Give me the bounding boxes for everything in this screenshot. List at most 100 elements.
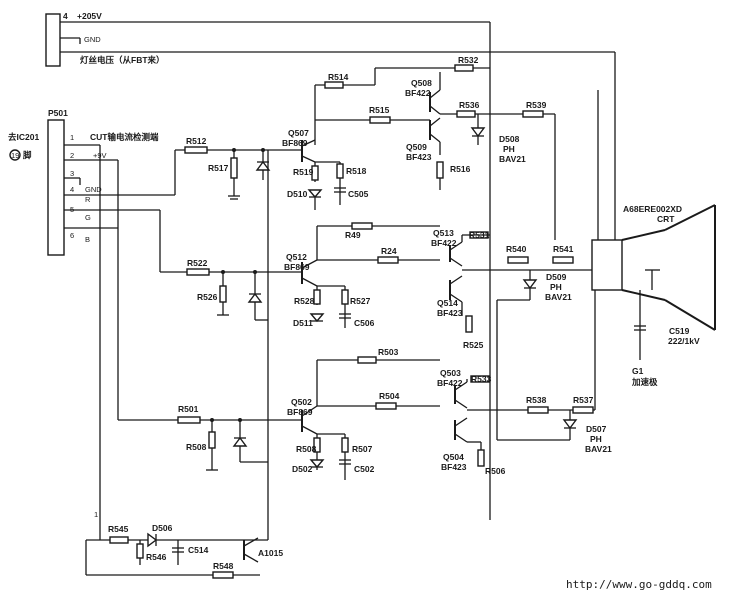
- label-c519-value: 222/1kV: [668, 336, 700, 346]
- p501-pin6: 6: [70, 231, 74, 240]
- diode-d510: [307, 189, 323, 199]
- diode-d507: [562, 419, 578, 430]
- label-d507-part: BAV21: [585, 444, 612, 454]
- label-d510: D510: [287, 189, 308, 199]
- label-q509: Q509: [406, 142, 427, 152]
- label-d506: D506: [152, 523, 173, 533]
- cut-label: CUT输电流检测端: [90, 132, 159, 142]
- resistor-r518: [336, 163, 344, 179]
- label-r546: R546: [146, 552, 167, 562]
- top-pin4: 4: [63, 11, 68, 21]
- label-r526: R526: [197, 292, 218, 302]
- label-r501: R501: [178, 404, 199, 414]
- label-r505: R508: [296, 444, 317, 454]
- label-g: G: [85, 213, 91, 222]
- label-r518: R518: [346, 166, 367, 176]
- resistor-r536: [456, 110, 476, 118]
- label-q504: Q504: [443, 452, 464, 462]
- heater-label: 灯丝电压（从FBT来）: [80, 55, 165, 65]
- resistor-r548: [212, 571, 234, 579]
- label-r49: R49: [345, 230, 361, 240]
- resistor-r527: [341, 289, 349, 305]
- resistor-r517: [230, 157, 238, 179]
- label-gnd: GND: [85, 185, 102, 194]
- label-c514: C514: [188, 545, 209, 555]
- label-r538: R538: [526, 395, 547, 405]
- resistor-r508: [208, 431, 216, 449]
- label-g1: G1: [632, 366, 644, 376]
- diode-d509: [522, 279, 538, 290]
- resistor-r539: [522, 110, 544, 118]
- label-r503: R503: [378, 347, 399, 357]
- crt-tube: A68ERE002XD CRT: [591, 52, 716, 331]
- top-connector: 4 +205V GND 灯丝电压（从FBT来）: [45, 11, 615, 67]
- resistor-r516: [436, 161, 444, 179]
- label-r: R: [85, 195, 91, 204]
- label-d511: D511: [293, 318, 313, 328]
- label-r545: R545: [108, 524, 129, 534]
- bottom-pin1: 1: [94, 510, 98, 519]
- resistor-r540: [507, 256, 529, 264]
- label-q502-type: BF869: [287, 407, 313, 417]
- resistor-r514: [324, 81, 344, 89]
- resistor-r546: [136, 543, 144, 559]
- label-r527: R527: [350, 296, 371, 306]
- label-d507-type: PH: [590, 434, 602, 444]
- label-d509-part: BAV21: [545, 292, 572, 302]
- resistor-r24: [377, 256, 399, 264]
- resistor-r538: [527, 406, 549, 414]
- diode-d506: [147, 532, 158, 548]
- label-r541: R541: [553, 244, 574, 254]
- label-d509-type: PH: [550, 282, 562, 292]
- diode-d508: [470, 127, 486, 138]
- label-r504: R504: [379, 391, 400, 401]
- p501-goto-pin-suffix: 脚: [23, 150, 32, 160]
- label-r512: R512: [186, 136, 207, 146]
- label-r507: R507: [352, 444, 373, 454]
- label-q504-type: BF423: [441, 462, 467, 472]
- label-c505: C505: [348, 189, 369, 199]
- label-q509-type: BF423: [406, 152, 432, 162]
- label-r522: R522: [187, 258, 208, 268]
- label-q512-type: BF869: [284, 262, 310, 272]
- p501-pin2: 2: [70, 151, 74, 160]
- resistor-r522: [186, 268, 210, 276]
- label-d508: D508: [499, 134, 520, 144]
- crt-label: CRT: [657, 214, 675, 224]
- diode-bot-clamp: [232, 436, 248, 447]
- label-r506: R506: [485, 466, 506, 476]
- resistor-r504: [375, 402, 397, 410]
- resistor-r545: [109, 536, 129, 544]
- top-voltage: +205V: [77, 11, 102, 21]
- label-c506: C506: [354, 318, 375, 328]
- label-r539: R539: [526, 100, 547, 110]
- label-d502: D502: [292, 464, 313, 474]
- pin19-circle: [9, 149, 21, 161]
- label-a1015: A1015: [258, 548, 283, 558]
- label-d507: D507: [586, 424, 607, 434]
- label-q503: Q503: [440, 368, 461, 378]
- resistor-r515: [369, 116, 391, 124]
- label-r536: R536: [459, 100, 480, 110]
- resistor-r537: [572, 406, 594, 414]
- resistor-r519: [311, 165, 319, 181]
- label-r514: R514: [328, 72, 349, 82]
- label-c519: C519: [669, 326, 690, 336]
- p501-goto: 去IC201: [8, 132, 39, 142]
- resistor-r525: [465, 315, 473, 333]
- resistor-r528: [313, 289, 321, 305]
- label-d509: D509: [546, 272, 567, 282]
- resistor-r507: [341, 437, 349, 453]
- resistor-r532: [454, 64, 474, 72]
- p501-pin1: 1: [70, 133, 74, 142]
- label-r537: R537: [573, 395, 594, 405]
- label-q508: Q508: [411, 78, 432, 88]
- label-c502: C502: [354, 464, 375, 474]
- p501-connector: P501 去IC201 19 脚 1 2 3 4 5 6 CUT输电流检测端 +…: [8, 108, 159, 256]
- label-q507-type: BF869: [282, 138, 308, 148]
- label-r540: R540: [506, 244, 527, 254]
- diode-top-clamp: [255, 160, 271, 171]
- label-b: B: [85, 235, 90, 244]
- top-gnd: GND: [84, 35, 101, 44]
